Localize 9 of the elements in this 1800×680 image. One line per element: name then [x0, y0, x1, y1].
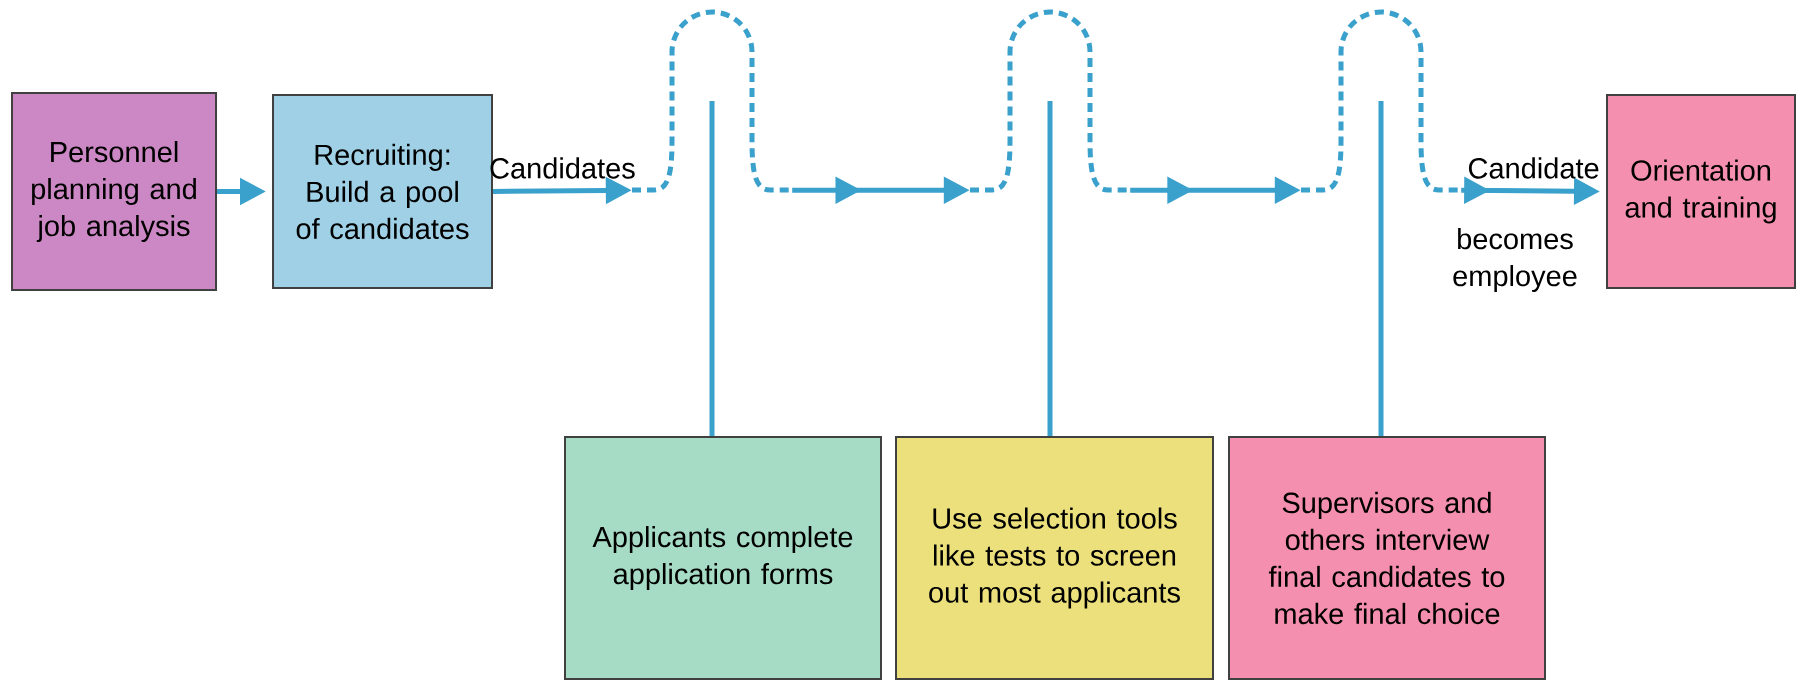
note-text: becomes employee: [1453, 228, 1577, 292]
edge-label: Candidate: [1468, 157, 1599, 179]
process-box: Use selection tools like tests to screen out most applicants: [895, 436, 1214, 680]
process-box: Supervisors and others interview final candidates to make final choice: [1228, 436, 1546, 680]
process-box: Personnel planning and job analysis: [11, 92, 217, 291]
process-box: Applicants complete application forms: [564, 436, 882, 680]
hurdle-drawing: [970, 9, 1130, 193]
hurdle-drawing: [1301, 9, 1461, 193]
process-box: Orientation and training: [1606, 94, 1796, 289]
